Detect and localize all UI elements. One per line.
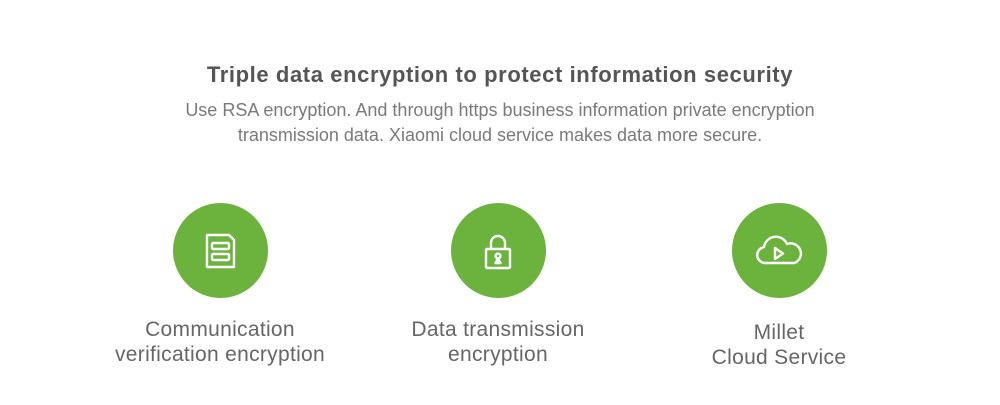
description-line-1: Use RSA encryption. And through https bu… [185,100,815,120]
feature-label: Data transmission encryption [411,318,585,366]
feature-communication-verification: Communication verification encryption [70,203,370,367]
feature-cloud-service: Millet Cloud Service [629,203,929,370]
storage-card-icon [172,203,268,298]
feature-label: Millet Cloud Service [711,321,847,369]
feature-label: Communication verification encryption [115,318,325,366]
cloud-play-icon [731,203,827,298]
section-description: Use RSA encryption. And through https bu… [100,98,900,148]
description-line-2: transmission data. Xiaomi cloud service … [237,125,763,145]
padlock-icon [450,203,546,298]
feature-data-transmission: Data transmission encryption [348,203,648,367]
section-title: Triple data encryption to protect inform… [206,62,794,87]
feature-list: Communication verification encryption Da… [0,203,1000,383]
